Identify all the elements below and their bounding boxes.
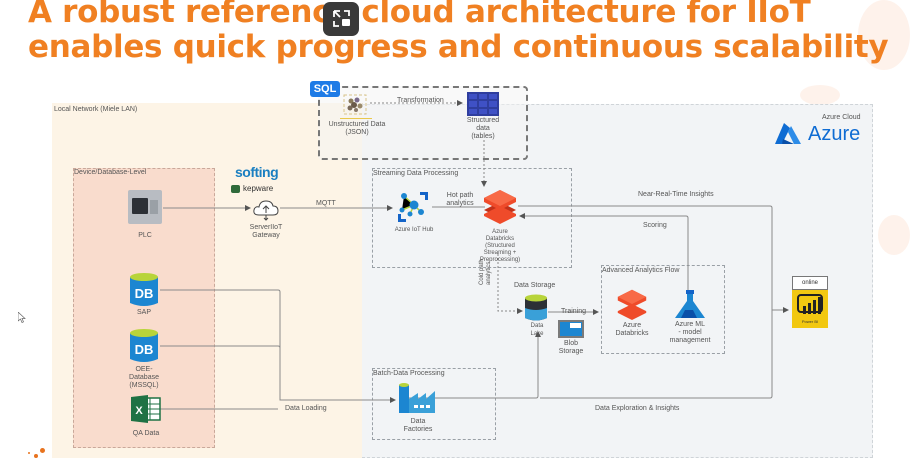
- azure-ml-icon: [675, 290, 705, 318]
- edge-oee: [160, 345, 281, 398]
- database-icon: DB: [130, 329, 158, 362]
- databricks-advanced-label: Azure Databricks: [615, 322, 649, 337]
- databricks-streaming-label: Azure Databricks (Structured Streaming +…: [479, 229, 521, 263]
- zone-streaming: [372, 168, 572, 268]
- kepware-icon: [231, 184, 240, 193]
- structured-data-label: Structured data (tables): [466, 117, 500, 140]
- zone-label-local-network: Local Network (Miele LAN): [54, 106, 138, 113]
- cloud-upload-icon: [253, 200, 279, 221]
- near-real-time-label: Near-Real-Time Insights: [638, 191, 714, 198]
- gateway-node[interactable]: [252, 198, 280, 222]
- databricks-streaming-node[interactable]: [482, 188, 518, 224]
- svg-text:X: X: [135, 405, 143, 417]
- data-storage-label: Data Storage: [514, 282, 556, 289]
- sql-badge: SQL: [310, 81, 340, 97]
- edge-batch-lake: [400, 331, 541, 399]
- blob-storage-node[interactable]: [558, 320, 584, 338]
- plc-buttons: [150, 200, 158, 214]
- database-icon: DB: [130, 273, 158, 306]
- azure-ml-label: Azure ML - model management: [669, 321, 711, 344]
- databricks-advanced-node[interactable]: [616, 288, 648, 320]
- excel-icon: X: [131, 395, 161, 423]
- powerbi-online-badge: online: [792, 276, 828, 290]
- powerbi-node[interactable]: Power BI: [792, 290, 828, 328]
- decor-circle: [878, 215, 910, 255]
- data-lake-node[interactable]: [524, 294, 548, 322]
- plc-node[interactable]: [128, 190, 162, 224]
- edge-sap: [160, 289, 281, 398]
- data-factory-icon: [399, 383, 435, 413]
- structured-data-icon: [467, 92, 499, 116]
- hot-path-label: Hot path analytics: [446, 192, 474, 207]
- data-factories-node[interactable]: [398, 381, 436, 415]
- edge-data-loading: [279, 397, 396, 403]
- softing-logo: softing: [235, 164, 279, 182]
- qa-data-node[interactable]: X: [131, 395, 161, 423]
- edge-near-real-time: [518, 205, 789, 313]
- data-lake-icon: [525, 294, 547, 321]
- svg-text:DB: DB: [135, 286, 154, 301]
- sap-node[interactable]: DB: [129, 272, 159, 308]
- svg-text:DB: DB: [135, 342, 154, 357]
- training-label: Training: [561, 308, 587, 315]
- scoring-label: Scoring: [643, 222, 667, 229]
- transformation-label: Transformation: [397, 97, 444, 104]
- picture-in-picture-exit-icon: [333, 10, 350, 27]
- unstructured-underline: [340, 118, 372, 119]
- powerbi-label: Power BI: [801, 319, 819, 324]
- oee-database-node[interactable]: DB: [129, 328, 159, 364]
- azure-ml-node[interactable]: [673, 290, 707, 320]
- plc-label: PLC: [138, 232, 152, 239]
- databricks-icon: [617, 289, 647, 320]
- zone-label-azure-cloud: Azure Cloud: [822, 114, 861, 121]
- plc-screen: [132, 198, 148, 214]
- databricks-icon: [484, 190, 516, 224]
- cold-path-label: Cold path analytics: [479, 259, 492, 285]
- edge-cold-path: [497, 254, 523, 314]
- data-lake-label: Data Lake: [530, 323, 544, 337]
- data-loading-label: Data Loading: [285, 405, 327, 412]
- zone-label-streaming: Streaming Data Processing: [373, 170, 459, 177]
- slide-title-line-2: enables quick progress and continuous sc…: [28, 29, 889, 65]
- kepware-logo-text: kepware: [243, 184, 274, 193]
- data-exploration-label: Data Exploration & Insights: [595, 405, 680, 412]
- slide-title-line-1: A robust reference cloud architecture fo…: [28, 0, 811, 30]
- iot-hub-label: Azure IoT Hub: [394, 227, 434, 233]
- unstructured-data-icon: [343, 94, 367, 116]
- unstructured-data-label: Unstructured Data (JSON): [328, 121, 386, 136]
- iot-hub-icon: [398, 192, 428, 222]
- powerbi-online-text: online: [801, 280, 818, 286]
- gateway-label: ServerIIoT Gateway: [249, 224, 283, 239]
- zone-advanced-analytics: [601, 265, 725, 354]
- data-factories-label: Data Factories: [403, 418, 433, 433]
- sap-label: SAP: [136, 309, 151, 316]
- azure-icon: [775, 123, 801, 144]
- blob-storage-label: Blob Storage: [558, 340, 584, 355]
- azure-logo-text: Azure: [808, 123, 861, 145]
- iot-hub-node[interactable]: [396, 190, 430, 224]
- zone-label-batch: Batch-Data Processing: [373, 370, 445, 377]
- qa-data-label: QA Data: [132, 430, 160, 437]
- zone-label-device-level: Device/Database-Level: [74, 169, 147, 176]
- decor-circle: [858, 0, 910, 70]
- softing-logo-text: softing: [235, 164, 279, 180]
- oee-database-label: OEE- Database (MSSQL): [129, 366, 159, 389]
- mouse-pointer-icon: [17, 310, 26, 328]
- edge-exploration: [540, 310, 773, 399]
- edge-scoring: [519, 213, 689, 295]
- azure-logo: Azure: [774, 122, 864, 148]
- decor-circle: [800, 85, 840, 105]
- zone-batch: [372, 368, 496, 440]
- mqtt-label: MQTT: [316, 200, 336, 207]
- powerbi-icon: [797, 294, 823, 314]
- minimize-player-button[interactable]: [323, 2, 359, 36]
- kepware-logo: kepware: [231, 184, 273, 193]
- blob-storage-icon: [560, 322, 582, 336]
- zone-label-advanced-analytics: Advanced Analytics Flow: [602, 267, 680, 274]
